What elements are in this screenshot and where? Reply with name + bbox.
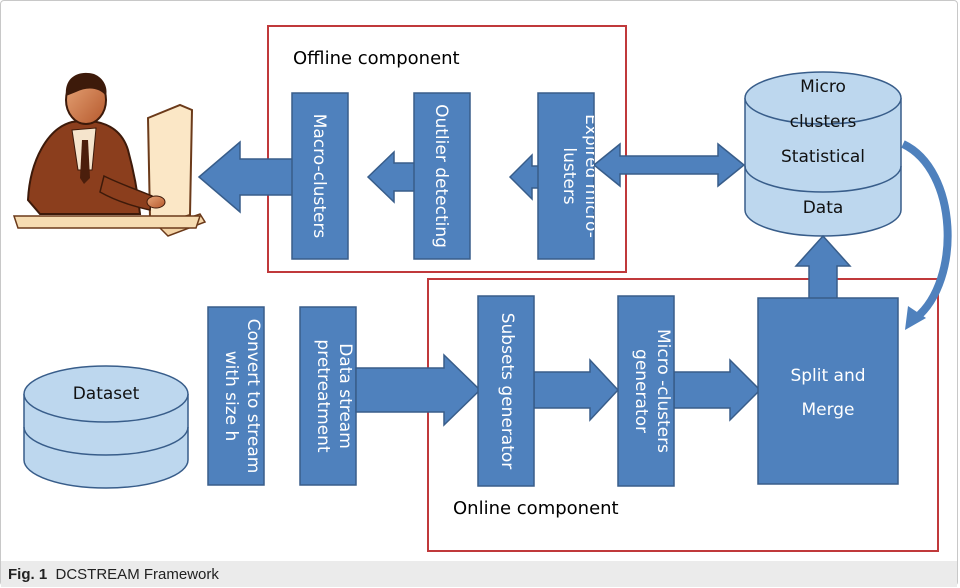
convert-label-line1: Convert to stream (243, 319, 263, 474)
figure-caption-label: Fig. 1 (8, 566, 48, 583)
convert-label-line2: with size h (221, 351, 241, 442)
online-component-title: Online component (453, 498, 619, 519)
figure-caption-text: DCSTREAM Framework (55, 566, 219, 583)
offline-component-title: Offline component (293, 48, 460, 69)
subsets-generator-label: Subsets generator (497, 313, 517, 470)
arrow-subsets-to-micro (533, 358, 620, 422)
storage-label-line1: Micro (800, 77, 846, 97)
person-at-computer-icon (12, 72, 207, 237)
split-merge-label-line2: Merge (801, 400, 854, 420)
convert-to-stream-box (207, 306, 265, 486)
storage-label-line3: Statistical (781, 147, 865, 167)
micro-clusters-storage: Micro clusters Statistical Data (744, 71, 902, 237)
arrow-novelty-to-outlier (508, 153, 541, 201)
dataset-label: Dataset (73, 384, 140, 404)
arrow-pretreatment-to-subsets (355, 353, 482, 427)
offline-component-frame (267, 25, 627, 273)
novelty-expired-box (537, 92, 595, 260)
pretreatment-label-line1: Data stream (335, 343, 355, 449)
novelty-label-line2: Expired micro- (581, 114, 601, 238)
curved-arrow-head (905, 306, 926, 330)
micro-clusters-generator-box (617, 295, 675, 487)
micro-generator-label-line2: generator (631, 349, 651, 433)
storage-label-line2: clusters (790, 112, 857, 132)
figure-caption: Fig. 1 DCSTREAM Framework (8, 566, 219, 583)
macro-clusters-box (291, 92, 349, 260)
arrow-to-user (197, 140, 295, 214)
arrow-split-to-storage (794, 234, 852, 301)
split-and-merge-box (757, 297, 899, 485)
caption-bar (1, 561, 957, 587)
split-merge-label-line1: Split and (790, 366, 865, 386)
micro-generator-label-line1: Micro -clusters (653, 329, 673, 453)
macro-clusters-label: Macro-clusters (309, 114, 329, 239)
novelty-label-line3: lusters (559, 147, 579, 204)
pretreatment-label-line2: pretreatment (313, 339, 333, 452)
online-component-frame (427, 278, 939, 552)
dataset-cylinder: Dataset (23, 365, 189, 489)
subsets-generator-box (477, 295, 535, 487)
arrow-bidirectional-storage (592, 142, 746, 188)
storage-label-line4: Data (803, 198, 844, 218)
arrow-outlier-to-macro (366, 150, 416, 204)
curved-arrow-storage-to-split (901, 140, 952, 322)
outlier-detecting-box (413, 92, 471, 260)
outlier-detecting-label: Outlier detecting (431, 104, 451, 248)
arrow-micro-to-split (673, 358, 762, 422)
